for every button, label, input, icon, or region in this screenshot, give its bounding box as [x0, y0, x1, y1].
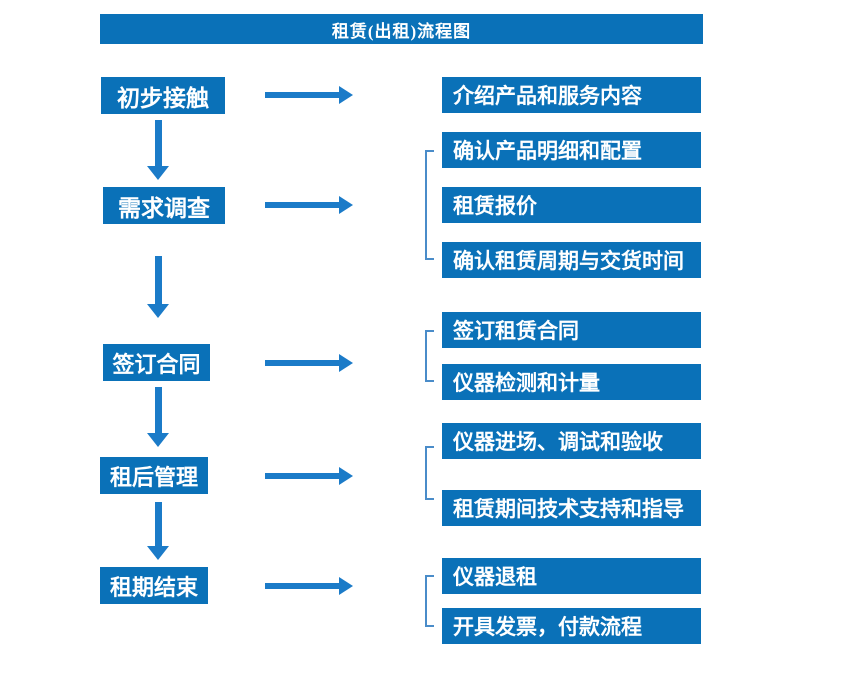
down-arrow-head-icon [147, 166, 169, 180]
output-box-invoice-payment: 开具发票，付款流程 [442, 608, 701, 644]
right-arrow-5 [265, 577, 353, 595]
output-box-introduce-products: 介绍产品和服务内容 [442, 77, 701, 113]
down-arrow-shaft [154, 256, 162, 304]
right-arrow-head-icon [339, 354, 353, 372]
down-arrow-shaft [154, 120, 162, 166]
right-arrow-shaft [265, 202, 339, 208]
right-arrow-head-icon [339, 467, 353, 485]
right-arrow-3 [265, 354, 353, 372]
step-box-needs-survey: 需求调查 [103, 187, 225, 224]
step-box-rental-end: 租期结束 [100, 567, 208, 604]
title-bar: 租赁(出租)流程图 [100, 14, 703, 44]
output-box-rental-quote: 租赁报价 [442, 187, 701, 223]
group-bracket-sign-contract [425, 330, 434, 382]
step-box-sign-contract: 签订合同 [103, 344, 210, 381]
group-bracket-post-rental [425, 446, 434, 500]
group-bracket-needs-survey [425, 150, 434, 260]
down-arrow-4 [147, 502, 169, 560]
right-arrow-4 [265, 467, 353, 485]
down-arrow-shaft [154, 387, 162, 433]
right-arrow-shaft [265, 92, 339, 98]
down-arrow-1 [147, 120, 169, 180]
right-arrow-2 [265, 196, 353, 214]
output-box-instrument-setup: 仪器进场、调试和验收 [442, 423, 701, 459]
right-arrow-shaft [265, 583, 339, 589]
output-box-instrument-return: 仪器退租 [442, 558, 701, 594]
step-box-post-rental-management: 租后管理 [100, 457, 208, 494]
step-box-initial-contact: 初步接触 [101, 77, 225, 114]
right-arrow-shaft [265, 473, 339, 479]
group-bracket-rental-end [425, 575, 434, 627]
down-arrow-head-icon [147, 433, 169, 447]
right-arrow-shaft [265, 360, 339, 366]
output-box-confirm-product-details: 确认产品明细和配置 [442, 132, 701, 168]
output-box-instrument-testing: 仪器检测和计量 [442, 364, 701, 400]
right-arrow-head-icon [339, 577, 353, 595]
down-arrow-head-icon [147, 546, 169, 560]
right-arrow-head-icon [339, 86, 353, 104]
right-arrow-1 [265, 86, 353, 104]
down-arrow-3 [147, 387, 169, 447]
down-arrow-2 [147, 256, 169, 318]
right-arrow-head-icon [339, 196, 353, 214]
output-box-tech-support: 租赁期间技术支持和指导 [442, 490, 701, 526]
down-arrow-shaft [154, 502, 162, 546]
output-box-confirm-rental-period: 确认租赁周期与交货时间 [442, 242, 701, 278]
output-box-sign-rental-contract: 签订租赁合同 [442, 312, 701, 348]
down-arrow-head-icon [147, 304, 169, 318]
chart-title: 租赁(出租)流程图 [331, 21, 472, 41]
